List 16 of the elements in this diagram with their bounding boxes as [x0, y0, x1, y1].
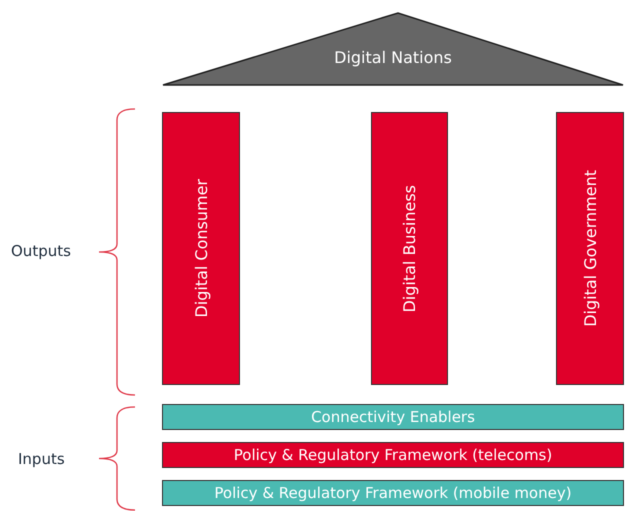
pillar — [162, 112, 240, 385]
foundation-bar — [162, 480, 624, 506]
pillar-label: Digital Government — [580, 170, 600, 327]
group-label: Inputs — [18, 450, 65, 468]
group-label: Outputs — [11, 242, 71, 260]
pillar-label: Digital Business — [400, 184, 419, 312]
pillar-label: Digital Consumer — [192, 179, 210, 318]
pillar — [556, 112, 624, 385]
roof-title: Digital Nations — [334, 48, 452, 66]
bar-label: Policy & Regulatory Framework (mobile money) — [214, 484, 572, 502]
bar-label: Policy & Regulatory Framework (telecoms) — [234, 446, 552, 464]
pillar — [371, 112, 448, 385]
roof-triangle — [162, 12, 624, 86]
bar-label: Connectivity Enablers — [311, 408, 475, 426]
foundation-bar — [162, 404, 624, 430]
foundation-bar — [162, 442, 624, 468]
